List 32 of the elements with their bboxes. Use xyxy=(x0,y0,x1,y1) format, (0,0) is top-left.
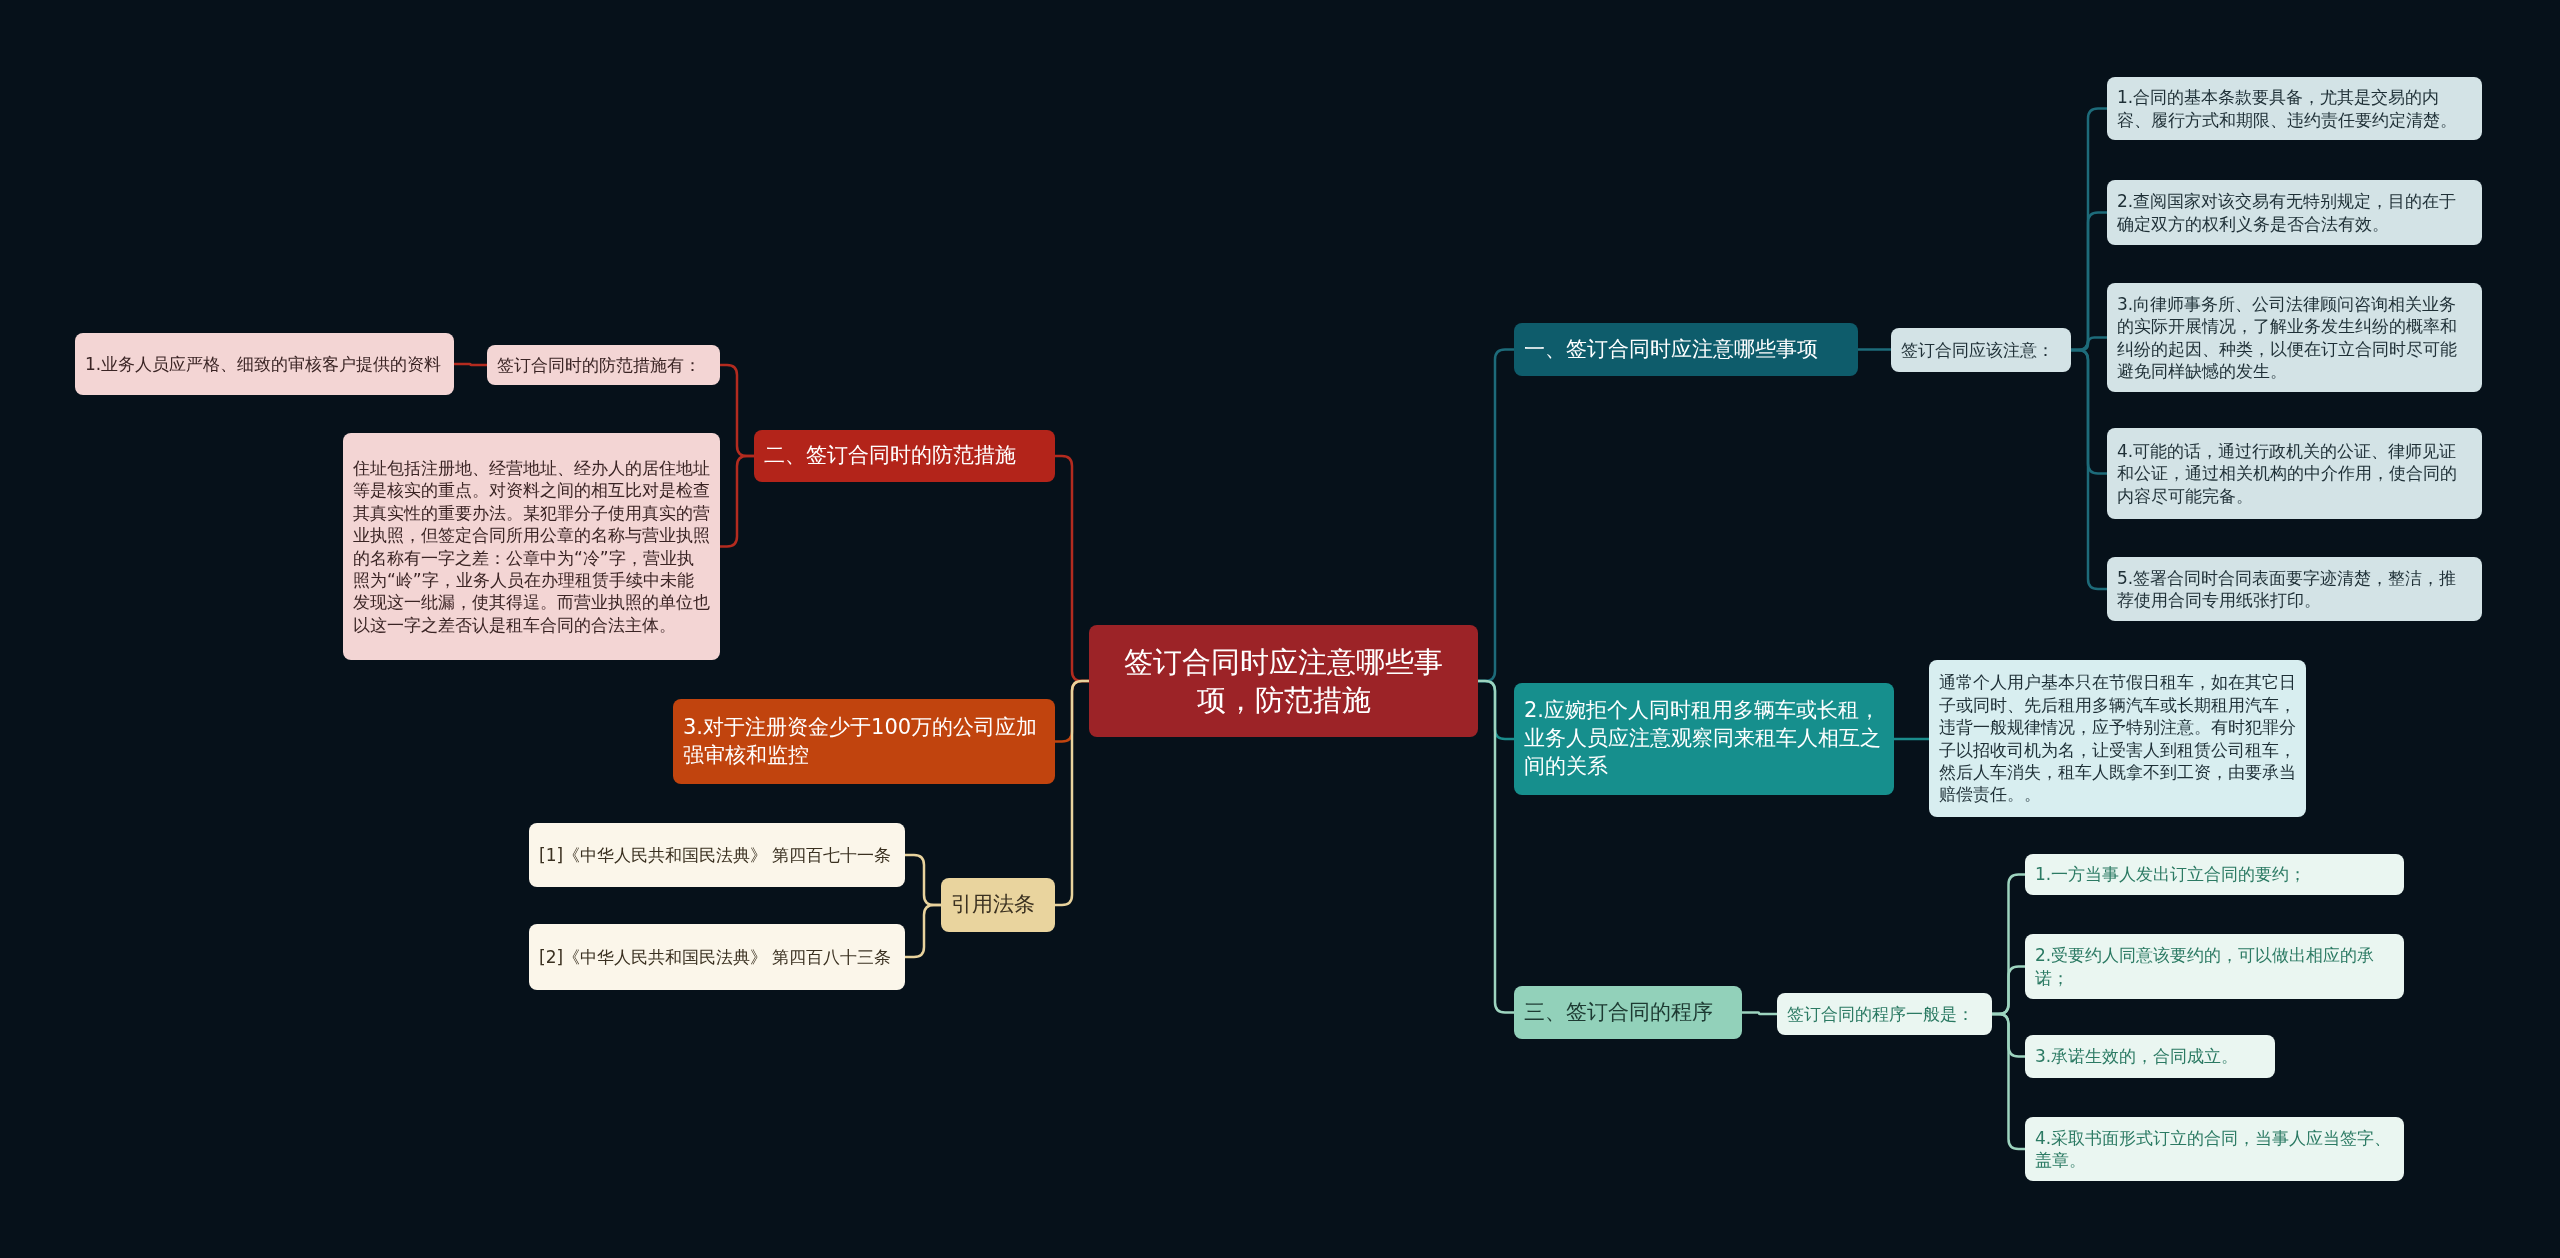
note-box: 1.一方当事人发出订立合同的要约； xyxy=(2025,854,2404,895)
note-box: 4.可能的话，通过行政机关的公证、律师见证和公证，通过相关机构的中介作用，使合同的内容尽可能完备。 xyxy=(2107,428,2482,519)
note-box: 4.采取书面形式订立的合同，当事人应当签字、盖章。 xyxy=(2025,1117,2404,1181)
connector-line xyxy=(454,362,487,367)
subtopic-box: 签订合同的程序一般是： xyxy=(1777,993,1992,1035)
topic-box: 3.对于注册资金少于100万的公司应加强审核和监控 xyxy=(673,699,1055,784)
connector-line xyxy=(1858,348,1891,351)
note-box: [2]《中华人民共和国民法典》 第四百八十三条 xyxy=(529,924,905,990)
note-box: 住址包括注册地、经营地址、经办人的居住地址等是核实的重点。对资料之间的相互比对是检查其真实性的重要办法。某犯罪分子使用真实的营业执照，但签定合同所用公章的名称与营业执照的名称有一字之差：公章中为“冷”字，营业执照为“岭”字，业务人员在办理租赁手续中未能发现这一纰漏，使其得逞。而营业执照的单位也以这一字之差否认是租车合同的合法主体。 xyxy=(343,433,720,660)
note-box: 5.签署合同时合同表面要字迹清楚，整洁，推荐使用合同专用纸张打印。 xyxy=(2107,557,2482,621)
connector-line xyxy=(2071,348,2107,591)
central-topic-box: 签订合同时应注意哪些事项，防范措施 xyxy=(1089,625,1478,737)
topic-box: 引用法条 xyxy=(941,878,1055,932)
note-box: 2.查阅国家对该交易有无特别规定，目的在于确定双方的权利义务是否合法有效。 xyxy=(2107,180,2482,245)
topic-box: 三、签订合同的程序 xyxy=(1514,986,1742,1039)
connector-line xyxy=(1742,1011,1777,1016)
connector-line xyxy=(905,903,941,959)
note-box: 3.向律师事务所、公司法律顾问咨询相关业务的实际开展情况，了解业务发生纠纷的概率和纠纷的起因、种类，以便在订立合同时尽可能避免同样缺憾的发生。 xyxy=(2107,283,2482,392)
note-box: 签订合同时的防范措施有： xyxy=(487,345,720,385)
topic-box: 2.应婉拒个人同时租用多辆车或长租，业务人员应注意观察同来租车人相互之间的关系 xyxy=(1514,683,1894,795)
note-box: 3.承诺生效的，合同成立。 xyxy=(2025,1035,2275,1078)
connector-line xyxy=(1894,737,1929,741)
topic-box: 二、签订合同时的防范措施 xyxy=(754,430,1055,482)
topic-box: 一、签订合同时应注意哪些事项 xyxy=(1514,323,1858,376)
note-box: 1.合同的基本条款要具备，尤其是交易的内容、履行方式和期限、违约责任要约定清楚。 xyxy=(2107,77,2482,140)
note-box: 1.业务人员应严格、细致的审核客户提供的资料 xyxy=(75,333,454,395)
note-box: 2.受要约人同意该要约的，可以做出相应的承诺； xyxy=(2025,934,2404,999)
connector-line xyxy=(1478,679,1514,1014)
connector-line xyxy=(1992,1012,2025,1151)
note-box: [1]《中华人民共和国民法典》 第四百七十一条 xyxy=(529,823,905,887)
subtopic-box: 签订合同应该注意： xyxy=(1891,328,2071,372)
note-box: 通常个人用户基本只在节假日租车，如在其它日子或同时、先后租用多辆汽车或长期租用汽车，违背一般规律情况，应予特别注意。有时犯罪分子以招收司机为名，让受害人到租赁公司租车，然后人车消失，租车人既拿不到工资，由要承当赔偿责任。。 xyxy=(1929,660,2306,817)
